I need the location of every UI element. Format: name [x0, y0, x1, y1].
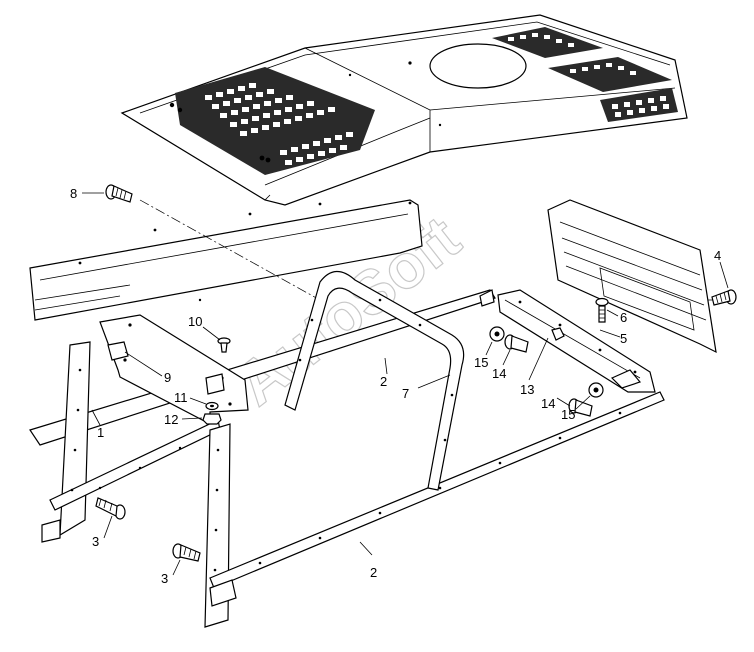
roof-grill-right-mid: [548, 57, 672, 92]
alignment-line-8: [139, 199, 321, 301]
bolt-14-upper: [504, 334, 529, 353]
callout-13: 13: [520, 382, 534, 397]
nut-12: [202, 413, 222, 425]
bolt-4: [711, 289, 737, 306]
screw-10: [217, 337, 231, 353]
front-frame: [41, 314, 249, 628]
bolt-8: [105, 184, 133, 203]
roof-grill-left: [175, 67, 375, 175]
callout-2-roll: 2: [380, 374, 387, 389]
callout-14-upper: 14: [492, 366, 506, 381]
washer-15-upper: [489, 326, 505, 342]
roll-bar: [284, 270, 465, 491]
callout-8: 8: [70, 186, 77, 201]
callout-2-rail: 2: [370, 565, 377, 580]
callout-5: 5: [620, 331, 627, 346]
callout-10: 10: [188, 314, 202, 329]
lower-front-rail: [209, 391, 665, 607]
callout-11: 11: [174, 390, 188, 405]
nut-13: [551, 327, 565, 341]
callout-15-lower: 15: [561, 407, 575, 422]
bolt-3-right: [172, 543, 201, 562]
callout-3-left: 3: [92, 534, 99, 549]
leader-lines: [82, 192, 729, 576]
callout-12: 12: [164, 412, 178, 427]
callout-4: 4: [714, 248, 721, 263]
callout-1: 1: [97, 425, 104, 440]
roof-hatch-opening: [429, 43, 527, 89]
side-panel-rail: [29, 199, 496, 446]
roof-grill-right-top: [492, 27, 603, 58]
callout-7: 7: [402, 386, 409, 401]
washer-15-lower: [588, 382, 604, 398]
callout-9: 9: [164, 370, 171, 385]
rear-grill-panel: [547, 199, 717, 354]
callout-6: 6: [620, 310, 627, 325]
washer-bolt-6: [595, 297, 609, 323]
lower-left-rail: [29, 289, 496, 446]
washer-11: [205, 401, 219, 411]
rear-mounting-bracket: [479, 289, 656, 393]
bolt-3-left: [95, 497, 126, 520]
callout-14-lower: 14: [541, 396, 555, 411]
clamp-9: [107, 341, 225, 395]
callout-labels: 8 4 6 5 10 9 11 12 1 3 3 2 2 7 15 14 13 …: [70, 186, 721, 586]
roof-panel: [120, 14, 688, 206]
callout-15-upper: 15: [474, 355, 488, 370]
callout-3-right: 3: [161, 571, 168, 586]
